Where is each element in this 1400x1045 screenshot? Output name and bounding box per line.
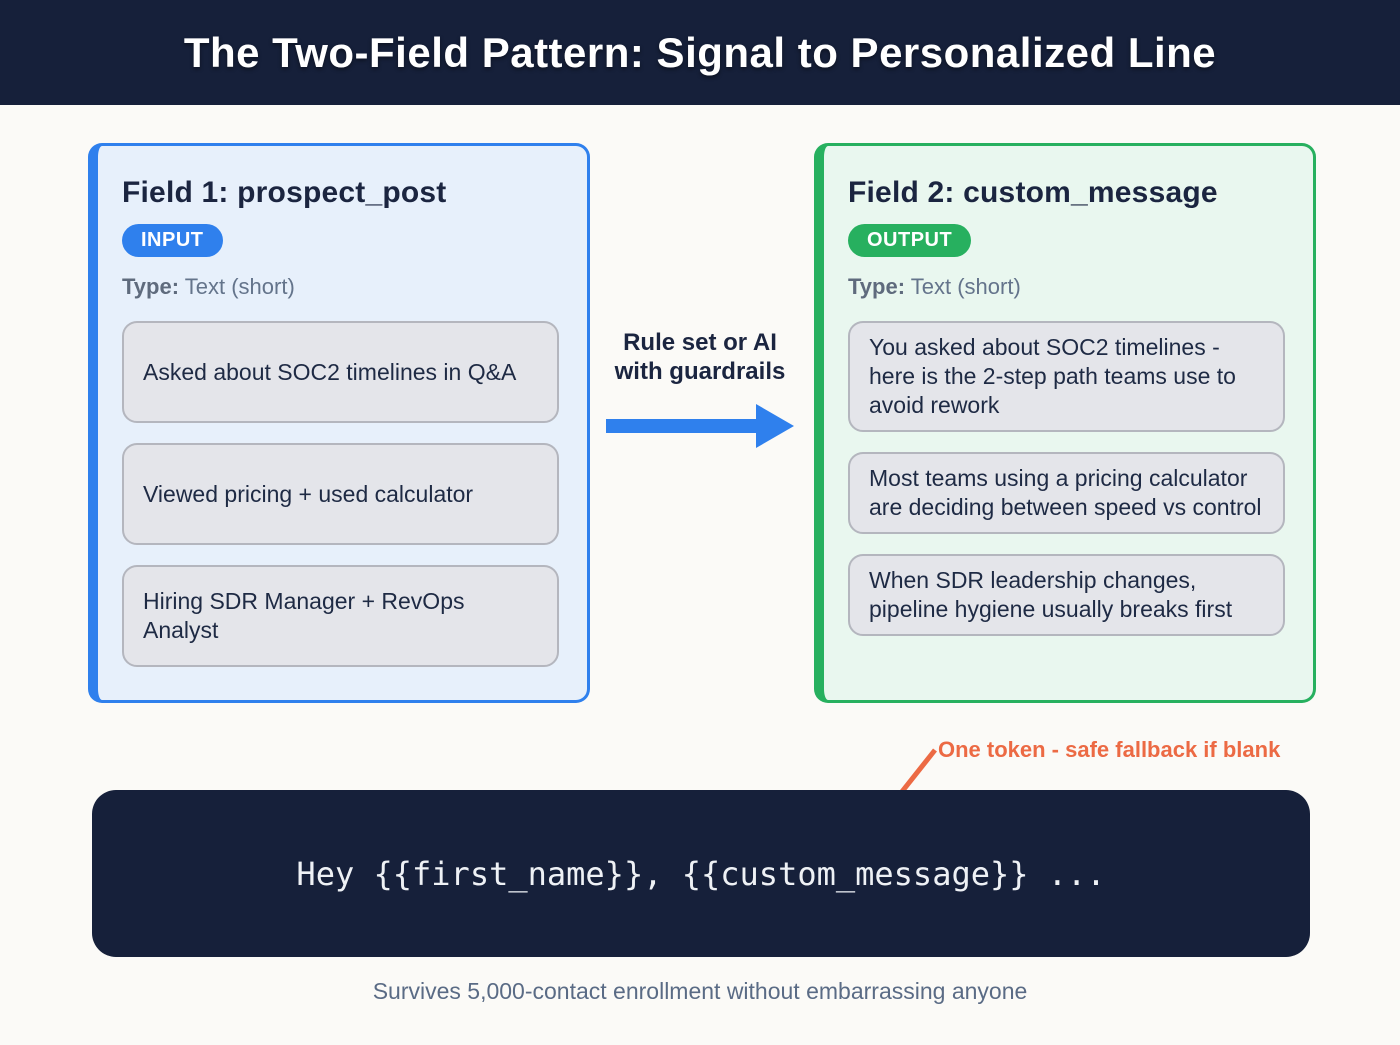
output-badge: OUTPUT <box>848 224 972 257</box>
output-field-card: Field 2: custom_message OUTPUT Type: Tex… <box>814 143 1316 703</box>
output-type-line: Type: Text (short) <box>848 274 1285 300</box>
footer-caption: Survives 5,000-contact enrollment withou… <box>372 978 1028 1004</box>
input-badge: INPUT <box>122 224 223 257</box>
output-type-label: Type: <box>848 274 906 299</box>
transform-label: Rule set or AI with guardrails <box>592 328 808 387</box>
input-field-card: Field 1: prospect_post INPUT Type: Text … <box>88 143 590 703</box>
input-examples-list: Asked about SOC2 timelines in Q&A Viewed… <box>122 321 559 667</box>
template-code-bar: Hey {{first_name}}, {{custom_message}} .… <box>92 790 1310 957</box>
output-example-item: When SDR leadership changes, pipeline hy… <box>848 553 1285 636</box>
input-type-value: Text (short) <box>184 274 295 299</box>
page-title: The Two-Field Pattern: Signal to Persona… <box>183 28 1217 76</box>
header-banner: The Two-Field Pattern: Signal to Persona… <box>0 0 1400 105</box>
output-example-item: Most teams using a pricing calculator ar… <box>848 451 1285 534</box>
transform-label-line2: with guardrails <box>614 358 786 386</box>
template-code-text: Hey {{first_name}}, {{custom_message}} .… <box>296 854 1106 893</box>
output-card-title: Field 2: custom_message <box>848 176 1218 209</box>
input-example-item: Hiring SDR Manager + RevOps Analyst <box>122 565 559 667</box>
input-card-title: Field 1: prospect_post <box>122 176 447 209</box>
output-example-item: You asked about SOC2 timelines - here is… <box>848 321 1285 432</box>
arrow-right-icon <box>606 404 794 448</box>
input-type-line: Type: Text (short) <box>122 274 559 300</box>
input-example-item: Asked about SOC2 timelines in Q&A <box>122 321 559 423</box>
transform-label-line1: Rule set or AI <box>623 329 777 356</box>
annotation-label: One token - safe fallback if blank <box>938 737 1281 762</box>
output-type-value: Text (short) <box>910 274 1021 299</box>
output-examples-list: You asked about SOC2 timelines - here is… <box>848 321 1285 636</box>
input-type-label: Type: <box>122 274 180 299</box>
input-example-item: Viewed pricing + used calculator <box>122 443 559 545</box>
